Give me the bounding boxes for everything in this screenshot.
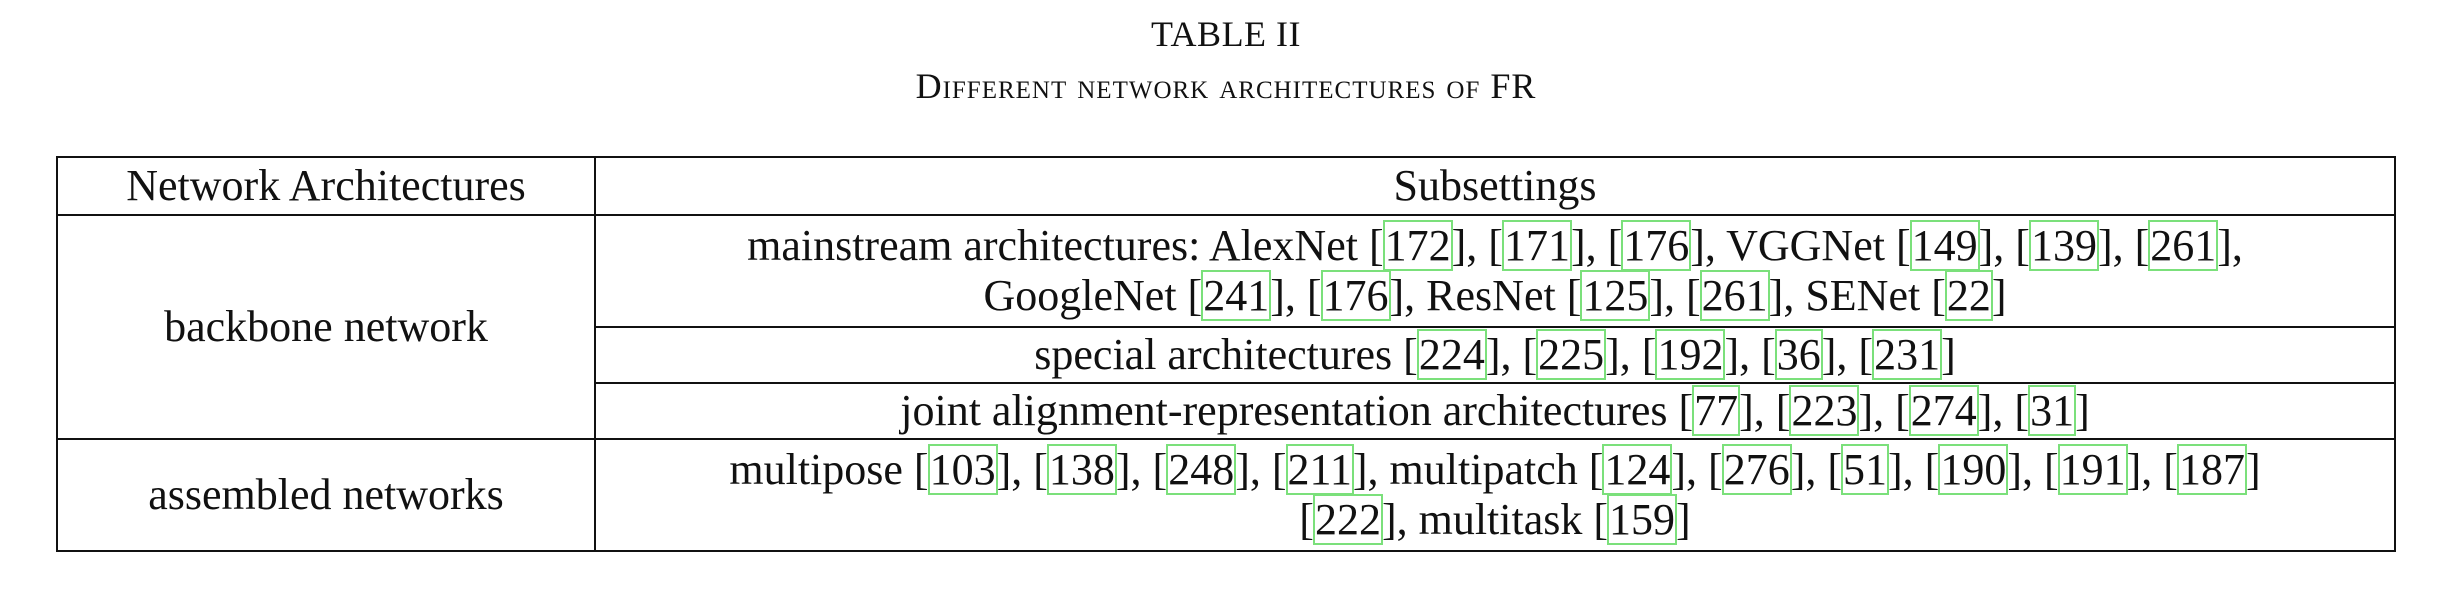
table-row: assembled networks multipose [103], [138…: [56, 438, 2396, 552]
cell-text: ], [: [1270, 271, 1322, 320]
cell-text: ], [: [1605, 330, 1657, 379]
cell-text: ]: [2075, 386, 2090, 435]
citation-link[interactable]: 261: [1699, 270, 1770, 321]
citation-link[interactable]: 222: [1312, 494, 1383, 545]
cell-text: multipose [: [729, 445, 929, 494]
cell-text: ],: [2217, 221, 2243, 270]
subsetting-cell: joint alignment-representation architect…: [594, 382, 2396, 440]
citation-link[interactable]: 231: [1872, 329, 1943, 380]
table-title: Different network architectures of FR: [915, 66, 1537, 106]
cell-text: ], [: [1977, 386, 2030, 435]
group-cell-assembled-networks: assembled networks: [56, 438, 596, 552]
citation-link[interactable]: 241: [1201, 270, 1272, 321]
citation-link[interactable]: 103: [927, 444, 998, 495]
citation-link[interactable]: 276: [1721, 444, 1792, 495]
cell-text: ], [: [2007, 445, 2059, 494]
cell-text: ], [: [1671, 445, 1723, 494]
subsetting-cell: special architectures [224], [225], [192…: [594, 326, 2396, 384]
citation-link[interactable]: 261: [2148, 220, 2219, 271]
cell-text: ], [: [1570, 221, 1623, 270]
cell-text: ], [: [1888, 445, 1940, 494]
citation-link[interactable]: 124: [1602, 444, 1673, 495]
cell-text: ], [: [1485, 330, 1538, 379]
cell-text: ]: [2245, 445, 2261, 494]
table-row: joint alignment-representation architect…: [57, 382, 2396, 440]
citation-link[interactable]: 139: [2028, 220, 2099, 271]
cell-text: ], VGGNet [: [1690, 221, 1911, 270]
cell-text: special architectures [: [1034, 330, 1418, 379]
table-header-row: Network Architectures Subsettings: [56, 156, 2396, 216]
cell-text: ], [: [1858, 386, 1910, 435]
citation-link[interactable]: 224: [1416, 329, 1487, 380]
citation-link[interactable]: 225: [1536, 329, 1607, 380]
table-label: TABLE II: [1150, 14, 1302, 54]
cell-text: ], [: [1649, 271, 1701, 320]
header-subsettings: Subsettings: [594, 156, 2396, 216]
architectures-table: Network Architectures Subsettings backbo…: [56, 156, 2396, 552]
citation-link[interactable]: 192: [1655, 329, 1726, 380]
cell-text: ], [: [2097, 221, 2150, 270]
cell-text: ], multitask [: [1381, 495, 1609, 544]
cell-text: mainstream architectures: AlexNet [: [747, 221, 1384, 270]
citation-link[interactable]: 138: [1046, 444, 1117, 495]
cell-text: ]: [1941, 330, 1956, 379]
group-cell-backbone-network: backbone network: [56, 214, 596, 440]
citation-link[interactable]: 36: [1774, 329, 1823, 380]
cell-text: ], [: [1451, 221, 1503, 270]
citation-link[interactable]: 223: [1789, 385, 1860, 436]
cell-text: ], [: [1739, 386, 1791, 435]
citation-link[interactable]: 274: [1908, 385, 1979, 436]
citation-link[interactable]: 171: [1501, 220, 1572, 271]
cell-text: [: [1299, 495, 1314, 544]
citation-link[interactable]: 51: [1841, 444, 1890, 495]
citation-link[interactable]: 176: [1320, 270, 1391, 321]
cell-text: GoogleNet [: [983, 271, 1203, 320]
citation-link[interactable]: 22: [1944, 270, 1993, 321]
citation-link[interactable]: 77: [1692, 385, 1741, 436]
citation-link[interactable]: 187: [2176, 444, 2247, 495]
subsetting-cell: multipose [103], [138], [248], [211], mu…: [594, 438, 2396, 552]
cell-text: ], [: [996, 445, 1048, 494]
citation-link[interactable]: 31: [2028, 385, 2077, 436]
citation-link[interactable]: 125: [1580, 270, 1651, 321]
cell-text: ], SENet [: [1768, 271, 1946, 320]
table-row: backbone network mainstream architecture…: [56, 214, 2396, 440]
citation-link[interactable]: 191: [2057, 444, 2128, 495]
cell-text: ], [: [1724, 330, 1776, 379]
cell-text: ], [: [1790, 445, 1843, 494]
citation-link[interactable]: 248: [1166, 444, 1237, 495]
cell-text: ], ResNet [: [1389, 271, 1582, 320]
cell-text: ], [: [1115, 445, 1168, 494]
cell-text: ], [: [1235, 445, 1287, 494]
cell-text: ]: [1991, 271, 2007, 320]
cell-text: ]: [1676, 495, 1691, 544]
cell-text: joint alignment-representation architect…: [900, 386, 1694, 435]
cell-text: ], [: [2126, 445, 2178, 494]
cell-text: ], multipatch [: [1352, 445, 1604, 494]
subsetting-cell: mainstream architectures: AlexNet [172],…: [594, 214, 2396, 328]
table-row: special architectures [224], [225], [192…: [57, 326, 2396, 384]
cell-text: ], [: [1978, 221, 2030, 270]
citation-link[interactable]: 211: [1285, 444, 1354, 495]
cell-text: ], [: [1821, 330, 1874, 379]
citation-link[interactable]: 176: [1621, 220, 1692, 271]
citation-link[interactable]: 172: [1382, 220, 1453, 271]
header-network-architectures: Network Architectures: [56, 156, 596, 216]
citation-link[interactable]: 159: [1607, 494, 1678, 545]
citation-link[interactable]: 149: [1909, 220, 1980, 271]
citation-link[interactable]: 190: [1938, 444, 2009, 495]
